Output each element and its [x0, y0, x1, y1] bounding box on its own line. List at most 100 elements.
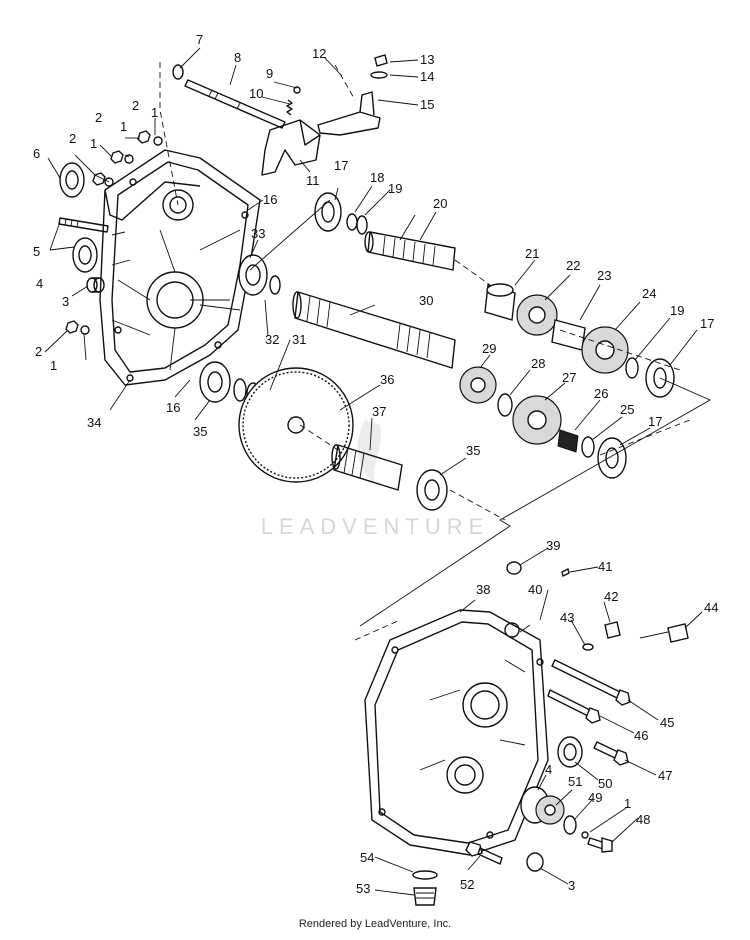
needle-bearing-26 [557, 429, 579, 453]
callout-2-a: 2 [132, 98, 139, 113]
washer-19-right [625, 357, 639, 379]
callout-37: 37 [372, 404, 386, 419]
watermark-text: LEADVENTURE [261, 514, 490, 539]
countershaft-30 [292, 291, 456, 369]
bearing-35-right [416, 469, 448, 511]
callout-29: 29 [482, 341, 496, 356]
callout-14: 14 [420, 69, 434, 84]
pin-41 [561, 568, 570, 577]
callout-50: 50 [598, 776, 612, 791]
callout-44: 44 [704, 600, 718, 615]
stud-5 [58, 217, 109, 233]
callout-31: 31 [292, 332, 306, 347]
washer-18-19 [346, 213, 368, 235]
callout-27: 27 [562, 370, 576, 385]
callout-7: 7 [196, 32, 203, 47]
gear-22 [516, 294, 558, 336]
fitting-42-43 [582, 621, 621, 651]
callout-3-a: 3 [62, 294, 69, 309]
gear-27 [512, 395, 562, 445]
detent-ball-spring [286, 86, 301, 116]
washer-32-top [269, 275, 281, 295]
shift-fork-11 [261, 119, 321, 176]
seal-50 [557, 736, 583, 768]
drain-plug-53-54 [412, 870, 438, 906]
callout-51: 51 [568, 774, 582, 789]
bolts-45-46-47 [547, 659, 631, 766]
callout-54: 54 [360, 850, 374, 865]
callout-15: 15 [420, 97, 434, 112]
callout-28: 28 [531, 356, 545, 371]
callout-17-b: 17 [700, 316, 714, 331]
callout-47: 47 [658, 768, 672, 783]
watermark-flame-icon [357, 420, 382, 485]
callout-8: 8 [234, 50, 241, 65]
callout-45: 45 [660, 715, 674, 730]
callout-49: 49 [588, 790, 602, 805]
callout-13: 13 [420, 52, 434, 67]
callout-10: 10 [249, 86, 263, 101]
seal-6 [59, 162, 85, 198]
callout-2-c: 2 [69, 131, 76, 146]
callout-1-b: 1 [120, 119, 127, 134]
sleeve-23 [551, 319, 586, 351]
sprocket-51 [535, 795, 565, 825]
gear-29 [459, 366, 497, 404]
ring-28 [497, 393, 513, 417]
output-gear-36 [238, 367, 354, 483]
callout-38: 38 [476, 582, 490, 597]
callout-leaders [44, 47, 703, 896]
nut-washer-set [65, 130, 163, 335]
footer-credit: Rendered by LeadVenture, Inc. [298, 918, 452, 930]
washer-49-bolt-48 [563, 815, 613, 853]
callout-22: 22 [566, 258, 580, 273]
callout-18: 18 [370, 170, 384, 185]
bearing-4-left [72, 237, 98, 273]
callout-2-d: 2 [35, 344, 42, 359]
callout-42: 42 [604, 589, 618, 604]
fitting-44 [639, 623, 689, 643]
callout-43: 43 [560, 610, 574, 625]
callout-20: 20 [433, 196, 447, 211]
right-housing [354, 609, 549, 856]
callout-4-a: 4 [36, 276, 43, 291]
callout-30: 30 [419, 293, 433, 308]
shift-lever-15 [317, 54, 388, 136]
callout-16-b: 16 [166, 400, 180, 415]
callout-48: 48 [636, 812, 650, 827]
output-shaft-37 [299, 424, 403, 491]
callout-12: 12 [312, 46, 326, 61]
callout-17-c: 17 [648, 414, 662, 429]
bolt-52 [465, 841, 503, 865]
callout-46: 46 [634, 728, 648, 743]
callout-1-a: 1 [151, 105, 158, 120]
callout-3-b: 3 [568, 878, 575, 893]
plug-39 [506, 561, 522, 575]
callout-24: 24 [642, 286, 656, 301]
callout-1-c: 1 [90, 136, 97, 151]
callout-2-b: 2 [95, 110, 102, 125]
callout-53: 53 [356, 881, 370, 896]
shift-rod-8 [159, 62, 286, 206]
spacer-21 [484, 283, 516, 321]
washer-25 [581, 436, 595, 458]
callout-41: 41 [598, 559, 612, 574]
callout-1-e: 1 [624, 796, 631, 811]
callout-21: 21 [525, 246, 539, 261]
bushing-3-left [86, 277, 105, 293]
callout-36: 36 [380, 372, 394, 387]
callout-35-b: 35 [466, 443, 480, 458]
bearing-35-left [199, 361, 231, 403]
callout-32: 32 [265, 332, 279, 347]
callout-34: 34 [87, 415, 101, 430]
callout-35-a: 35 [193, 424, 207, 439]
left-housing [99, 149, 261, 386]
callout-23: 23 [597, 268, 611, 283]
callout-4-b: 4 [545, 762, 552, 777]
callout-19-a: 19 [388, 181, 402, 196]
callout-17-a: 17 [334, 158, 348, 173]
callout-11: 11 [306, 173, 320, 188]
callout-5: 5 [33, 244, 40, 259]
input-shaft-20 [364, 231, 491, 286]
